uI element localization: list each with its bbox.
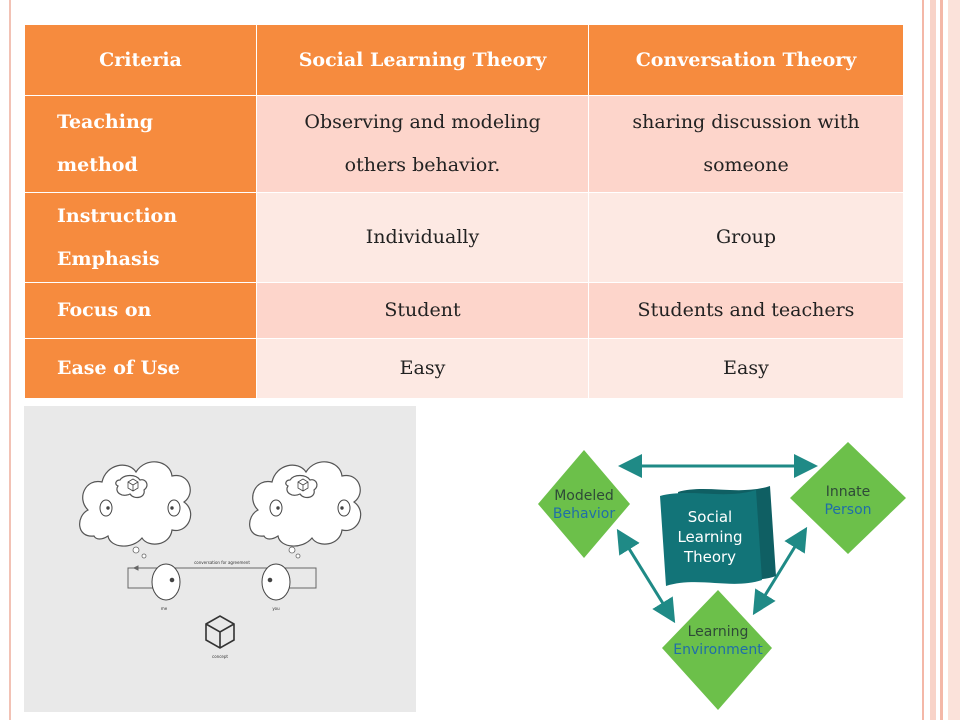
right-border-stripe	[940, 0, 943, 720]
learning-label: Learning	[688, 624, 749, 640]
behavior-label: Behavior	[553, 506, 615, 522]
left-head-in-cloud	[99, 499, 181, 517]
center-label-line3: Theory	[683, 548, 736, 566]
center-label-line1: Social	[688, 508, 732, 526]
innate-label: Innate	[826, 484, 871, 500]
row-criteria: Ease of Use	[24, 338, 257, 399]
table-row: Focus on Student Students and teachers	[24, 282, 904, 339]
left-border-line	[9, 0, 11, 720]
right-head-in-cloud	[269, 499, 351, 517]
center-label-line2: Learning	[677, 528, 742, 546]
concept-label: concept	[212, 654, 228, 659]
you-head	[261, 563, 291, 601]
person-label: Person	[824, 502, 871, 518]
center-book-shape	[660, 486, 776, 586]
right-thought-cloud	[249, 461, 362, 547]
environment-label: Environment	[673, 642, 763, 658]
left-cube-icon	[127, 478, 139, 492]
header-criteria: Criteria	[24, 24, 257, 96]
modeled-label: Modeled	[554, 488, 614, 504]
right-cube-icon	[297, 478, 309, 492]
you-label: you	[272, 606, 280, 611]
conversation-theory-figure: conversation for agreement me you concep…	[24, 406, 416, 712]
learning-environment-diamond	[662, 590, 772, 710]
header-conversation-theory: Conversation Theory	[588, 24, 904, 96]
innate-person-diamond	[790, 442, 906, 554]
me-label: me	[161, 606, 168, 611]
left-thought-cloud	[79, 461, 192, 547]
right-border-stripe	[922, 0, 924, 720]
comparison-table: Criteria Social Learning Theory Conversa…	[24, 24, 904, 399]
conversation-label: conversation for agreement	[194, 560, 250, 565]
arrow-innate-learning	[752, 526, 808, 616]
thought-bubble-dots	[132, 546, 301, 559]
me-head	[151, 563, 181, 601]
row-ct-value: Students and teachers	[588, 282, 904, 339]
right-border-stripe	[948, 0, 960, 720]
table-row: Ease of Use Easy Easy	[24, 338, 904, 399]
social-learning-theory-diagram: Social Learning Theory Modeled Behavior …	[500, 430, 920, 720]
arrow-modeled-learning	[616, 528, 676, 624]
concept-cube-icon	[205, 615, 235, 649]
row-slt-value: Individually	[256, 192, 589, 283]
row-ct-value: Easy	[588, 338, 904, 399]
row-slt-value: Easy	[256, 338, 589, 399]
header-social-learning-theory: Social Learning Theory	[256, 24, 589, 96]
table-header-row: Criteria Social Learning Theory Conversa…	[24, 24, 904, 96]
row-ct-value: Group	[588, 192, 904, 283]
row-criteria: Focus on	[24, 282, 257, 339]
row-slt-value: Student	[256, 282, 589, 339]
modeled-behavior-diamond	[538, 450, 630, 558]
right-border-stripe	[930, 0, 936, 720]
